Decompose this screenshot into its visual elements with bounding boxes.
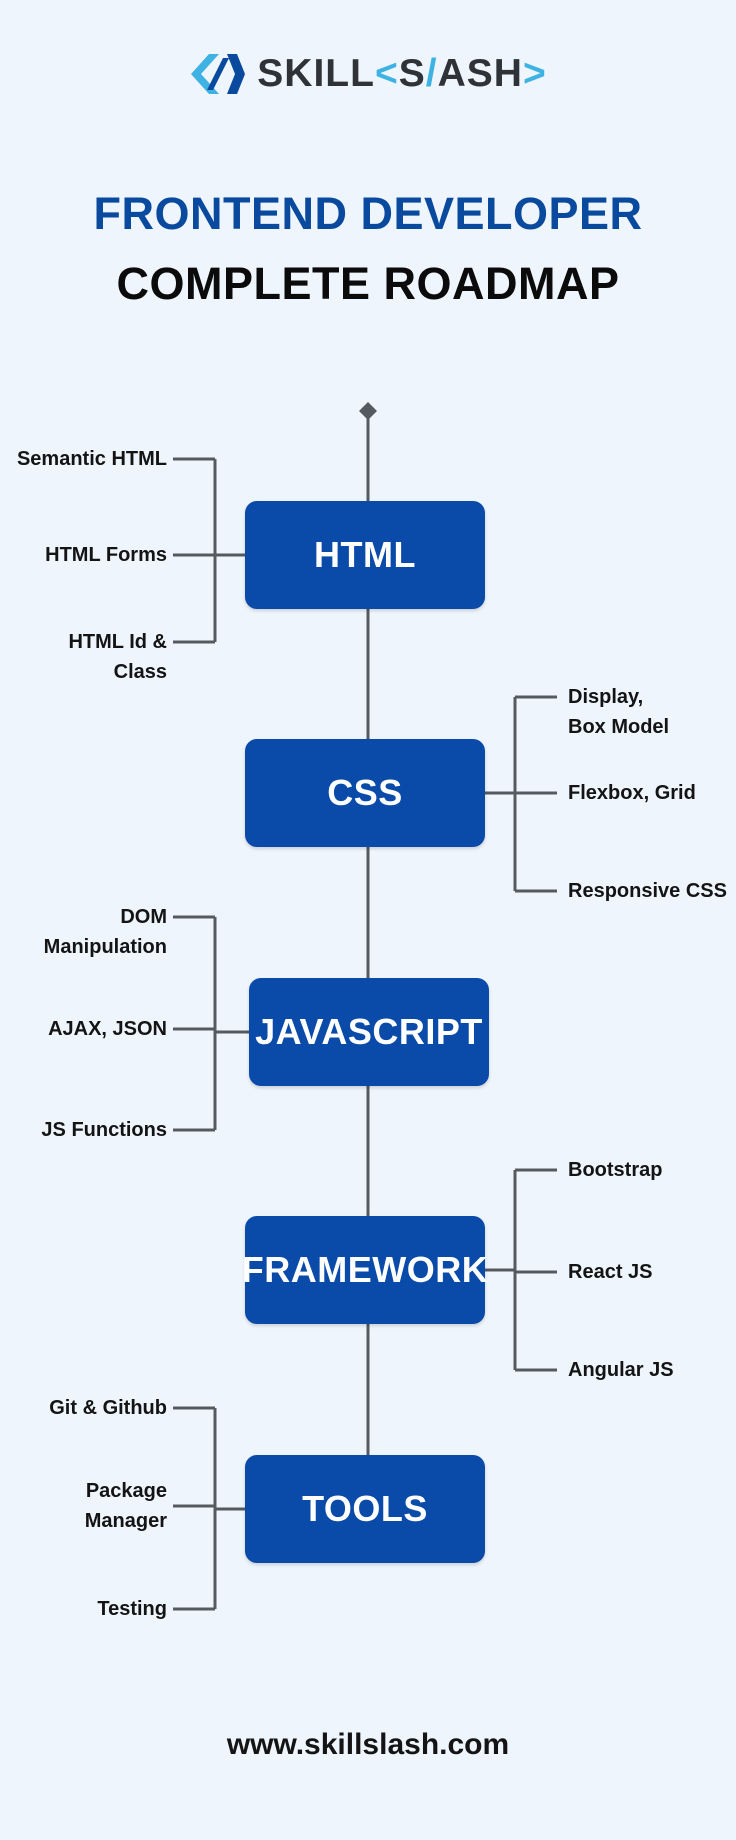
stage-item-label: React JS	[568, 1257, 653, 1287]
brand-slash: /	[425, 52, 438, 95]
spine-start-diamond-icon	[359, 402, 377, 420]
page-title-line2: COMPLETE ROADMAP	[116, 258, 620, 309]
stage-item-line: HTML Forms	[45, 544, 167, 566]
stage-item-line: DOM	[120, 906, 167, 928]
stage-item-line: Manipulation	[43, 936, 167, 958]
stage-item-line: Angular JS	[568, 1359, 674, 1381]
stage-item-line: Semantic HTML	[16, 448, 167, 470]
brand-logo: SKILL < S / ASH >	[0, 44, 736, 104]
stage-box-html: HTML	[245, 501, 485, 609]
stage-item-label: Responsive CSS	[568, 876, 727, 906]
stage-box-css: CSS	[245, 739, 485, 847]
brand-word-1: SKILL	[257, 52, 375, 95]
stage-item-label: JS Functions	[41, 1115, 167, 1145]
stage-item-label: HTML Id & Class	[68, 627, 167, 687]
stage-item-line: Box Model	[568, 716, 670, 738]
stage-box-javascript: JAVASCRIPT	[249, 978, 489, 1086]
stage-item-line: JS Functions	[41, 1119, 167, 1141]
brand-bracket-open: <	[374, 52, 399, 95]
stage-item-label: Testing	[97, 1594, 167, 1624]
stage-item-line: Package	[85, 1480, 167, 1502]
stage-item-line: HTML Id &	[68, 631, 167, 653]
stage-item-line: Flexbox, Grid	[568, 782, 696, 804]
stage-item-label: AJAX, JSON	[48, 1014, 167, 1044]
footer-url: www.skillslash.com	[226, 1728, 510, 1761]
brand-word-3: ASH	[437, 52, 523, 95]
stage-item-line: Git & Github	[49, 1397, 167, 1419]
stage-box-tools: TOOLS	[245, 1455, 485, 1563]
stage-item-line: React JS	[568, 1261, 653, 1283]
stage-item-line: Testing	[97, 1598, 167, 1620]
stage-item-label: HTML Forms	[45, 540, 167, 570]
page-title-line1: FRONTEND DEVELOPER	[93, 188, 643, 239]
stage-item-label: Git & Github	[49, 1393, 167, 1423]
stage-item-line: Class	[113, 661, 167, 683]
stage-item-label: Display, Box Model	[568, 682, 669, 742]
stage-item-line: Display,	[568, 686, 644, 708]
brand-word-2: S	[398, 52, 426, 95]
skillslash-logo-icon	[191, 54, 246, 94]
stage-item-label: Flexbox, Grid	[568, 778, 696, 808]
stage-item-label: Angular JS	[568, 1355, 674, 1385]
stage-item-label: Bootstrap	[568, 1155, 662, 1185]
stage-item-line: Responsive CSS	[568, 880, 727, 902]
stage-item-label: DOM Manipulation	[44, 902, 167, 962]
stage-item-line: Manager	[84, 1510, 167, 1532]
brand-wordmark: SKILL < S / ASH >	[257, 52, 546, 96]
stage-box-framework: FRAMEWORK	[242, 1216, 488, 1324]
brand-bracket-close: >	[522, 52, 547, 95]
stage-item-label: Semantic HTML	[17, 444, 167, 474]
stage-item-line: Bootstrap	[568, 1159, 663, 1181]
stage-item-line: AJAX, JSON	[48, 1018, 167, 1040]
